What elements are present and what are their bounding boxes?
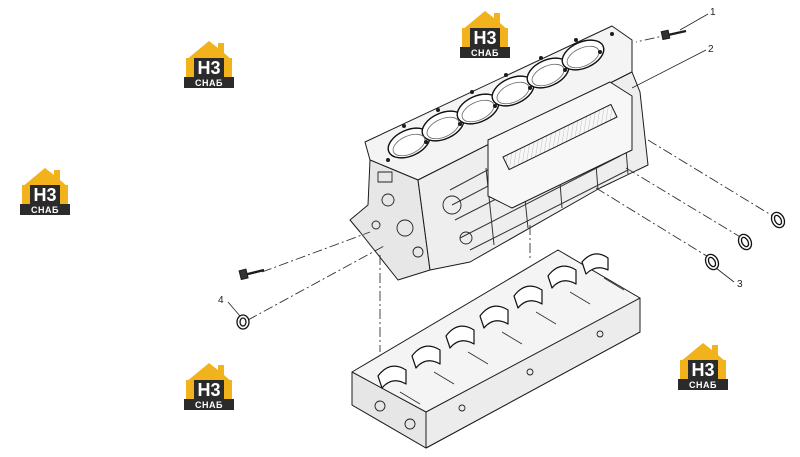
svg-text:СНАБ: СНАБ [471,48,499,58]
svg-text:СНАБ: СНАБ [195,400,223,410]
h3-snab-logo-icon: H3 СНАБ [180,360,238,412]
bolt-icon [238,29,687,281]
callout-2: 2 [708,44,714,55]
h3-snab-logo-icon: H3 СНАБ [16,165,74,217]
h3-snab-logo-icon: H3 СНАБ [456,8,514,60]
svg-text:H3: H3 [691,360,714,380]
engine-block-icon [349,25,649,281]
svg-text:H3: H3 [473,28,496,48]
seal-ring-icon [236,211,786,330]
leader-lines [227,13,735,317]
assembly-guide-lines [247,33,777,352]
bearing-ladder-frame-icon [351,249,641,449]
callout-3: 3 [737,279,743,290]
svg-text:H3: H3 [197,58,220,78]
h3-snab-logo-icon: H3 СНАБ [674,340,732,392]
svg-text:H3: H3 [197,380,220,400]
svg-text:СНАБ: СНАБ [195,78,223,88]
callout-4: 4 [218,295,224,306]
svg-text:СНАБ: СНАБ [689,380,717,390]
svg-text:H3: H3 [33,185,56,205]
callout-1: 1 [710,7,716,18]
h3-snab-logo-icon: H3 СНАБ [180,38,238,90]
svg-text:СНАБ: СНАБ [31,205,59,215]
